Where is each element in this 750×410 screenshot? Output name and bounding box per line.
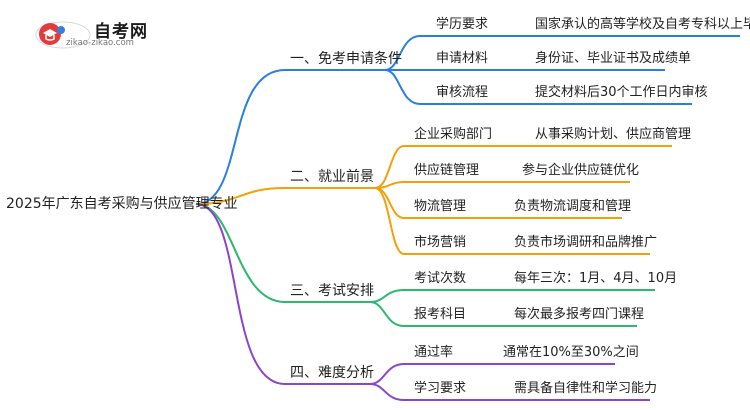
item-detail: 国家承认的高等学校及自考专科以上毕业生 [535, 17, 750, 32]
item-label: 通过率 [414, 345, 454, 360]
branch-4-label: 四、难度分析 [290, 365, 374, 381]
item-detail: 每次最多报考四门课程 [514, 307, 645, 322]
item-detail: 负责物流调度和管理 [514, 199, 632, 214]
item-label: 申请材料 [436, 51, 489, 66]
logo-url: zikao-zikao.com [66, 38, 134, 48]
connector-branch-2 [195, 187, 286, 205]
connector-branch-4 [195, 203, 286, 385]
item-label: 学历要求 [436, 17, 489, 32]
item-detail: 需具备自律性和学习能力 [514, 381, 658, 396]
branch-2-label: 二、就业前景 [290, 169, 374, 185]
logo-title: 自考网 [94, 22, 148, 42]
item-label: 市场营销 [414, 235, 467, 250]
item-detail: 提交材料后30个工作日内审核 [535, 85, 708, 100]
item-label: 学习要求 [414, 381, 467, 396]
item-detail: 负责市场调研和品牌推广 [514, 235, 658, 250]
connector-branch-1 [195, 69, 286, 205]
item-label: 物流管理 [414, 199, 467, 214]
root-node: 2025年广东自考采购与供应管理专业 [6, 196, 238, 212]
item-label: 企业采购部门 [414, 127, 493, 142]
item-detail: 身份证、毕业证书及成绩单 [535, 51, 692, 66]
item-label: 考试次数 [414, 271, 467, 286]
branch-3-label: 三、考试安排 [290, 283, 374, 299]
item-detail: 每年三次：1月、4月、10月 [514, 271, 678, 286]
logo-icon [35, 21, 91, 49]
branch-1-label: 一、免考申请条件 [290, 51, 402, 67]
connector-branch-3 [195, 203, 286, 303]
item-detail: 参与企业供应链优化 [522, 163, 640, 178]
item-label: 审核流程 [436, 85, 489, 100]
item-label: 供应链管理 [414, 163, 480, 178]
item-label: 报考科目 [414, 307, 467, 322]
item-detail: 通常在10%至30%之间 [503, 345, 639, 360]
item-detail: 从事采购计划、供应商管理 [535, 127, 692, 142]
